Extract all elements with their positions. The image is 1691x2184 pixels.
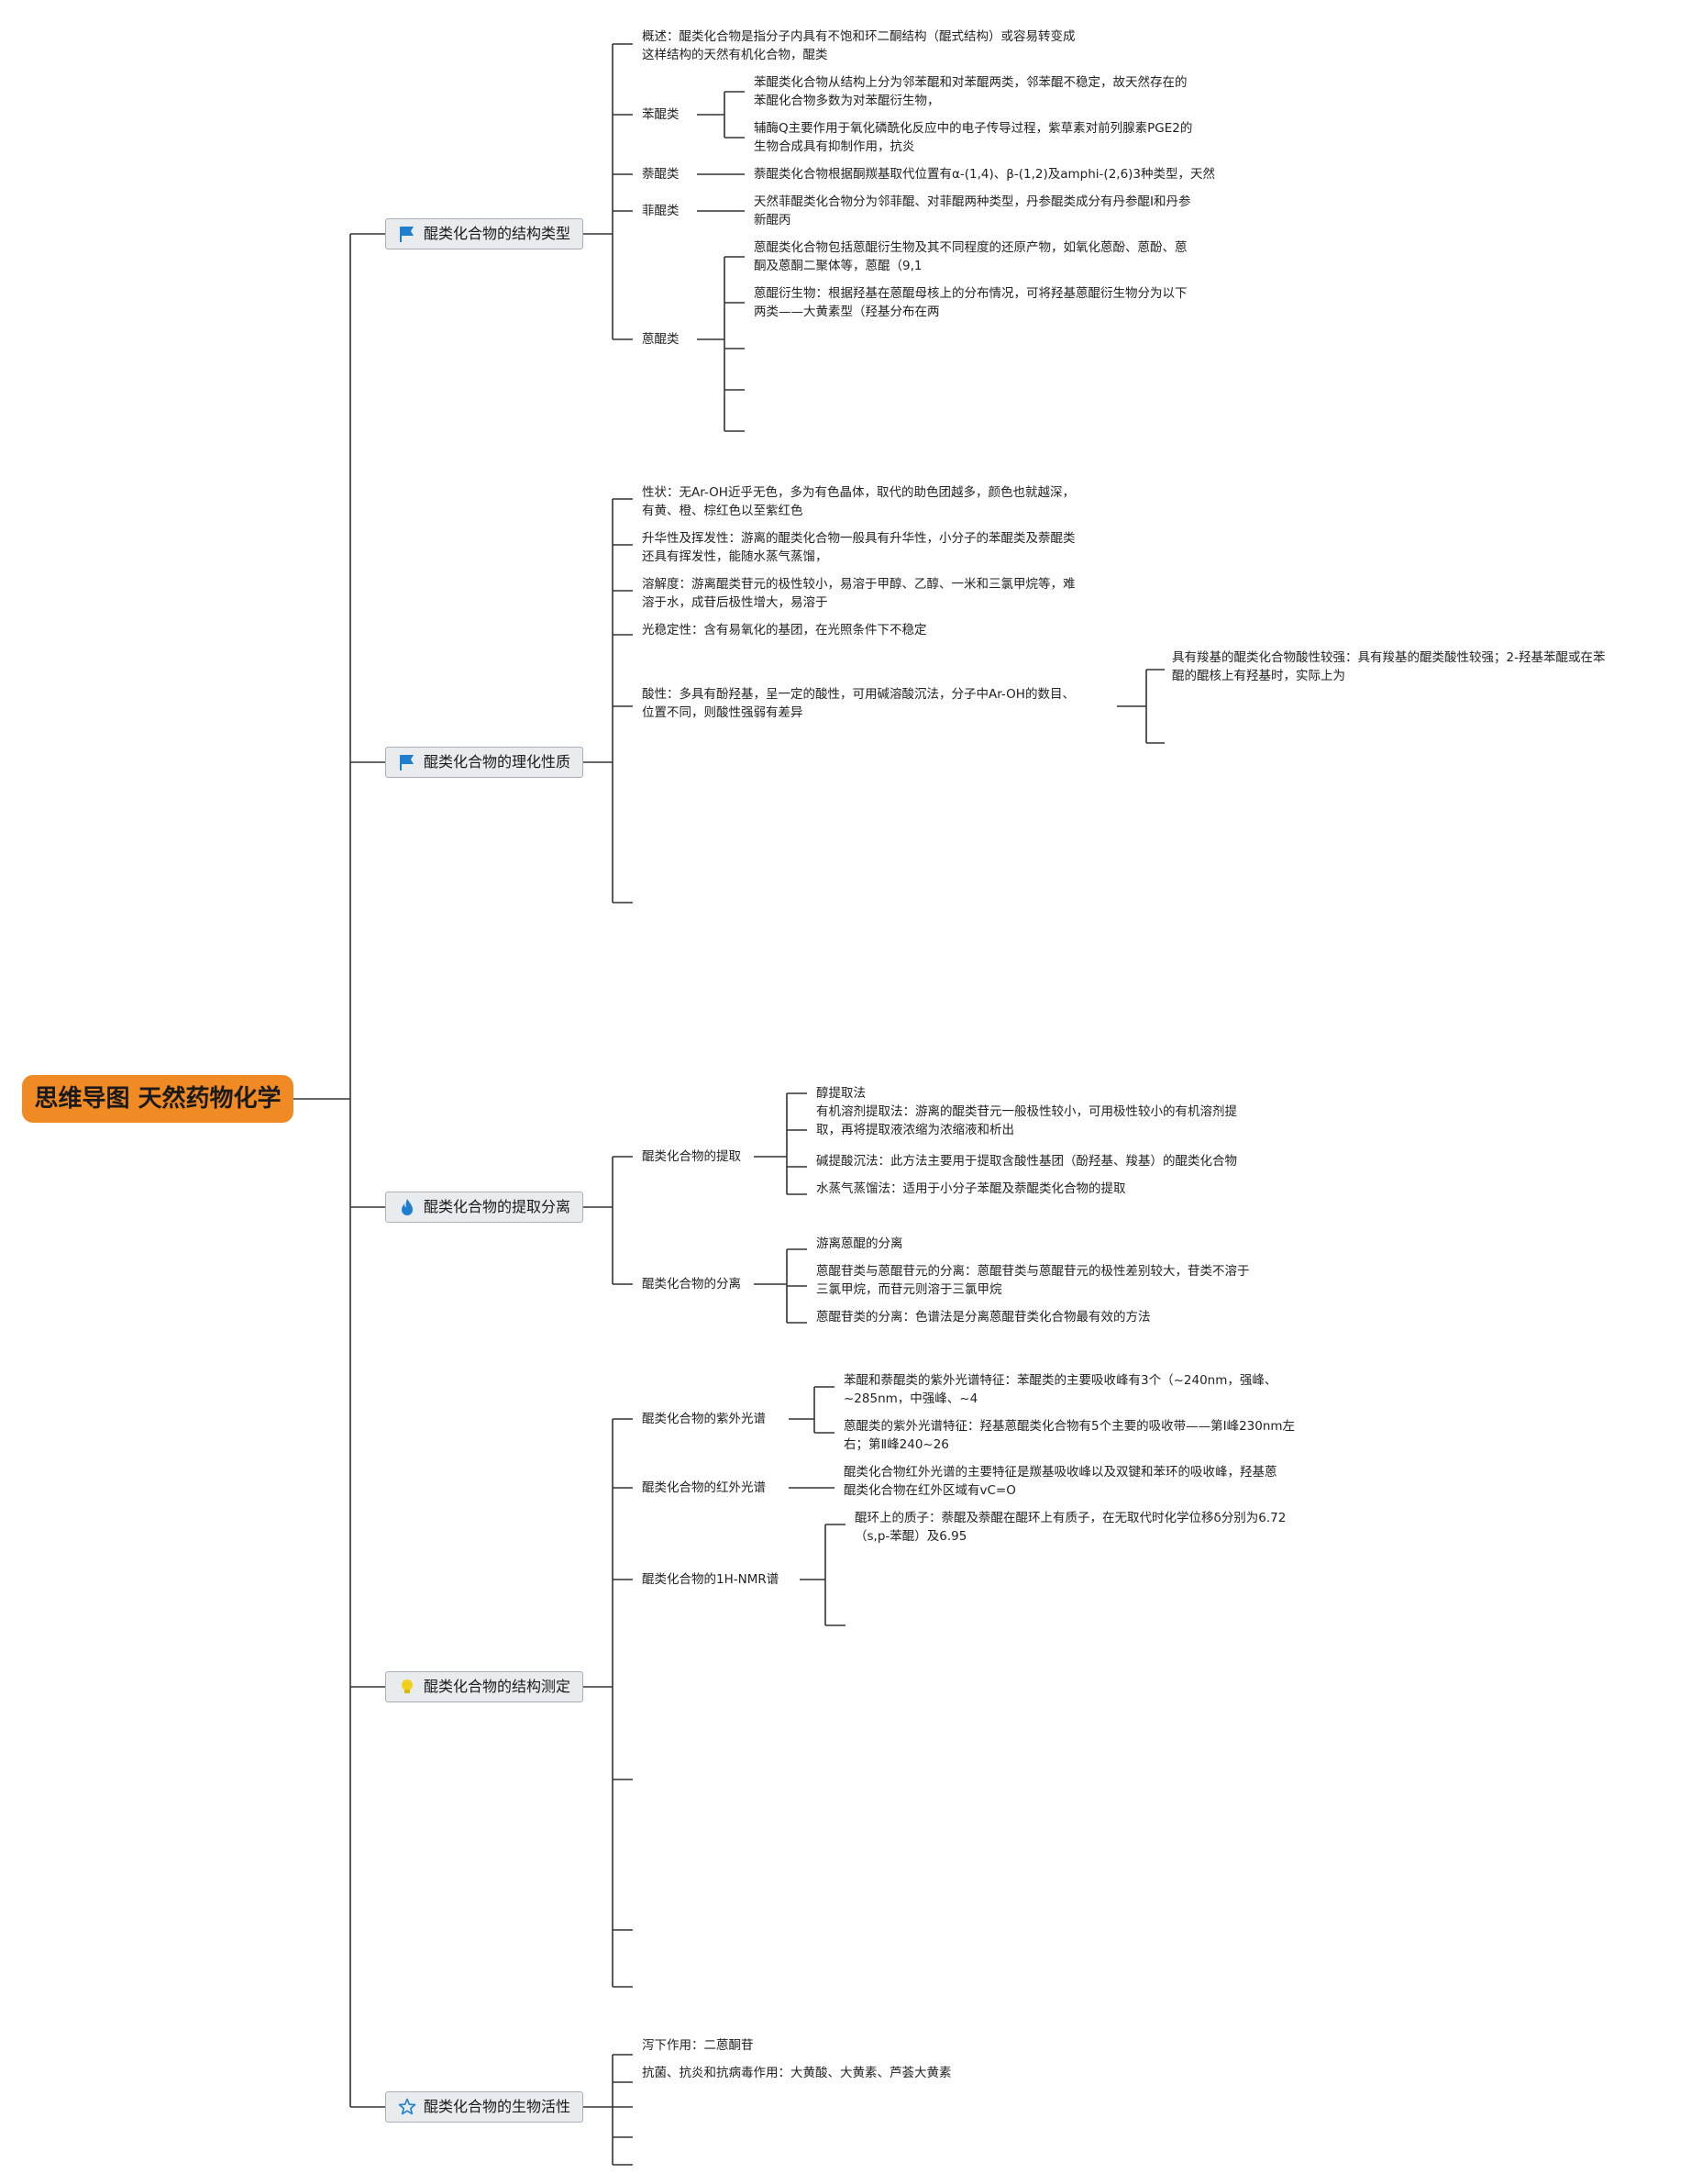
- anthraquinone-item-1-line-1: 蒽醌类化合物包括蒽醌衍生物及其不同程度的还原产物，如氧化蒽酚、蒽酚、蒽: [754, 240, 1188, 255]
- branch-physicochemical-properties[interactable]: 醌类化合物的理化性质: [385, 747, 583, 778]
- phenanthrenequinone-label[interactable]: 菲醌类: [642, 204, 680, 218]
- extraction-label[interactable]: 醌类化合物的提取: [642, 1149, 741, 1164]
- branch-label: 醌类化合物的生物活性: [424, 2098, 571, 2115]
- branch-label: 醌类化合物的提取分离: [424, 1198, 571, 1215]
- nmr-line-2: （s,p-苯醌）及6.95: [855, 1529, 967, 1544]
- branch-label: 醌类化合物的理化性质: [424, 753, 571, 770]
- branch-label: 醌类化合物的结构测定: [424, 1678, 571, 1695]
- activity-antibacterial: 抗菌、抗炎和抗病毒作用：大黄酸、大黄素、芦荟大黄素: [642, 2066, 952, 2080]
- overview-line-2: 这样结构的天然有机化合物，醌类: [642, 48, 828, 62]
- nmr-line-1: 醌环上的质子：萘醌及萘醌在醌环上有质子，在无取代时化学位移δ分别为6.72: [855, 1511, 1287, 1525]
- anthraquinone-item-2-line-2: 两类——大黄素型（羟基分布在两: [754, 305, 940, 319]
- anthraquinone-label[interactable]: 蒽醌类: [642, 332, 680, 347]
- branch-structure-types[interactable]: 醌类化合物的结构类型: [385, 218, 583, 249]
- benzoquinone-item-1-line-1: 苯醌类化合物从结构上分为邻苯醌和对苯醌两类，邻苯醌不稳定，故天然存在的: [754, 75, 1188, 90]
- property-solubility-line-2: 溶于水，成苷后极性增大，易溶于: [642, 595, 828, 610]
- separation-free: 游离蒽醌的分离: [816, 1236, 903, 1251]
- activity-laxative: 泻下作用：二蒽酮苷: [642, 2038, 754, 2053]
- phenanthrenequinone-line-1: 天然菲醌类化合物分为邻菲醌、对菲醌两种类型，丹参醌类成分有丹参醌Ⅰ和丹参: [754, 194, 1191, 209]
- phenanthrenequinone-line-2: 新醌丙: [754, 213, 791, 227]
- extraction-organic-line-2: 取，再将提取液浓缩为浓缩液和析出: [816, 1123, 1014, 1137]
- separation-glycoside-aglycone-line-1: 蒽醌苷类与蒽醌苷元的分离：蒽醌苷类与蒽醌苷元的极性差别较大，苷类不溶于: [816, 1264, 1250, 1279]
- flame-icon: [402, 1199, 413, 1215]
- extraction-organic-line-1: 有机溶剂提取法：游离的醌类苷元一般极性较小，可用极性较小的有机溶剂提: [816, 1104, 1237, 1119]
- benzoquinone-label[interactable]: 苯醌类: [642, 107, 680, 122]
- property-appearance-line-2: 有黄、橙、棕红色以至紫红色: [642, 504, 803, 518]
- benzoquinone-item-2-line-1: 辅酶Q主要作用于氧化磷酰化反应中的电子传导过程，紫草素对前列腺素PGE2的: [754, 121, 1193, 136]
- ir-label[interactable]: 醌类化合物的红外光谱: [642, 1480, 766, 1495]
- flag-icon: [400, 227, 414, 242]
- naphthoquinone-label[interactable]: 萘醌类: [642, 167, 680, 182]
- overview-line-1: 概述：醌类化合物是指分子内具有不饱和环二酮结构（醌式结构）或容易转变成: [642, 29, 1076, 44]
- flag-icon: [400, 755, 414, 770]
- property-solubility-line-1: 溶解度：游离醌类苷元的极性较小，易溶于甲醇、乙醇、一米和三氯甲烷等，难: [642, 577, 1076, 592]
- property-sublimation-line-1: 升华性及挥发性：游离的醌类化合物一般具有升华性，小分子的苯醌类及萘醌类: [642, 531, 1076, 546]
- branch-label: 醌类化合物的结构类型: [424, 225, 571, 242]
- anthraquinone-item-2-line-1: 蒽醌衍生物：根据羟基在蒽醌母核上的分布情况，可将羟基蒽醌衍生物分为以下: [754, 286, 1188, 301]
- uv-anthraquinone-line-2: 右；第Ⅱ峰240~26: [844, 1437, 949, 1452]
- lightbulb-icon: [402, 1680, 413, 1693]
- property-photostability: 光稳定性：含有易氧化的基团，在光照条件下不稳定: [642, 623, 927, 637]
- ir-line-1: 醌类化合物红外光谱的主要特征是羰基吸收峰以及双键和苯环的吸收峰，羟基蒽: [844, 1465, 1277, 1480]
- property-appearance-line-1: 性状：无Ar-OH近乎无色，多为有色晶体，取代的助色团越多，颜色也就越深，: [642, 485, 1075, 500]
- property-sublimation-line-2: 还具有挥发性，能随水蒸气蒸馏，: [642, 549, 828, 564]
- uv-anthraquinone-line-1: 蒽醌类的紫外光谱特征：羟基蒽醌类化合物有5个主要的吸收带——第Ⅰ峰230nm左: [844, 1419, 1296, 1434]
- branch-extraction-separation[interactable]: 醌类化合物的提取分离: [385, 1192, 583, 1223]
- property-acidity-line-1: 酸性：多具有酚羟基，呈一定的酸性，可用碱溶酸沉法，分子中Ar-OH的数目、: [642, 687, 1075, 702]
- naphthoquinone-text: 萘醌类化合物根据酮羰基取代位置有α-(1,4)、β-(1,2)及amphi-(2…: [754, 167, 1216, 182]
- nmr-label[interactable]: 醌类化合物的1H-NMR谱: [642, 1572, 779, 1587]
- acidity-child-line-2: 醌的醌核上有羟基时，实际上为: [1172, 669, 1345, 683]
- separation-label[interactable]: 醌类化合物的分离: [642, 1277, 741, 1292]
- separation-chromatography: 蒽醌苷类的分离：色谱法是分离蒽醌苷类化合物最有效的方法: [816, 1310, 1151, 1325]
- anthraquinone-item-1-line-2: 酮及蒽酮二聚体等，蒽醌（9,1: [754, 259, 923, 273]
- ir-line-2: 醌类化合物在红外区域有vC=O: [844, 1483, 1016, 1498]
- separation-glycoside-aglycone-line-2: 三氯甲烷，而苷元则溶于三氯甲烷: [816, 1282, 1002, 1297]
- uv-label[interactable]: 醌类化合物的紫外光谱: [642, 1412, 766, 1426]
- uv-benzo-naphtho-line-1: 苯醌和萘醌类的紫外光谱特征：苯醌类的主要吸收峰有3个（~240nm，强峰、: [844, 1373, 1277, 1388]
- benzoquinone-item-2-line-2: 生物合成具有抑制作用，抗炎: [754, 139, 915, 154]
- uv-benzo-naphtho-line-2: ~285nm，中强峰、~4: [844, 1391, 978, 1406]
- extraction-steam: 水蒸气蒸馏法：适用于小分子苯醌及萘醌类化合物的提取: [816, 1181, 1126, 1196]
- branch-structure-determination[interactable]: 醌类化合物的结构测定: [385, 1671, 583, 1702]
- extraction-alkali-acid: 碱提酸沉法：此方法主要用于提取含酸性基团（酚羟基、羧基）的醌类化合物: [816, 1154, 1237, 1169]
- property-acidity-line-2: 位置不同，则酸性强弱有差异: [642, 705, 803, 720]
- root-topic[interactable]: 思维导图 天然药物化学: [22, 1075, 293, 1123]
- star-icon: [398, 2098, 416, 2115]
- benzoquinone-item-1-line-2: 苯醌化合物多数为对苯醌衍生物，: [754, 94, 940, 108]
- extraction-alcohol: 醇提取法: [816, 1086, 866, 1101]
- acidity-child-line-1: 具有羧基的醌类化合物酸性较强：具有羧基的醌类酸性较强；2-羟基苯醌或在苯: [1172, 650, 1606, 665]
- branch-biological-activity[interactable]: 醌类化合物的生物活性: [385, 2091, 583, 2123]
